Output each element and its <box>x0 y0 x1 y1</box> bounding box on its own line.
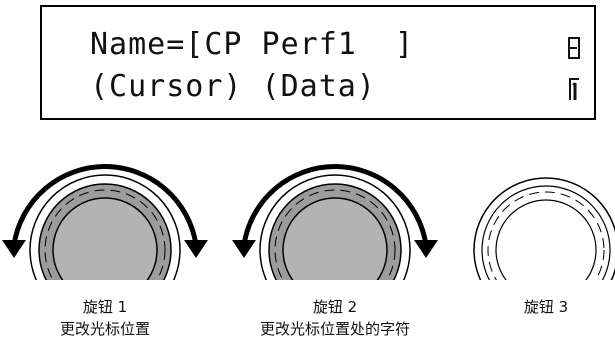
knob-3-label: 旋钮 3 <box>523 298 569 316</box>
knob-3[interactable] <box>470 130 615 323</box>
display-line-2: (Cursor) (Data) <box>90 69 376 104</box>
knob-2-description: 更改光标位置处的字符 <box>259 320 410 338</box>
knob-1[interactable] <box>0 130 210 326</box>
knob-2-rotate-icon <box>232 164 438 326</box>
knob-1-label: 旋钮 1 <box>82 298 128 316</box>
lcd-display: Name=[CP Perf1 ] (Cursor) (Data) <box>40 5 596 120</box>
edit-mode-icon <box>568 37 580 59</box>
knob-3-icon <box>473 177 615 323</box>
knob-2[interactable] <box>230 130 440 326</box>
page-number-icon <box>569 78 579 100</box>
knob-1-description: 更改光标位置 <box>59 320 150 338</box>
knob-1-rotate-icon <box>2 164 208 326</box>
display-line-1: Name=[CP Perf1 ] <box>90 27 415 62</box>
knob-2-label: 旋钮 2 <box>312 298 358 316</box>
